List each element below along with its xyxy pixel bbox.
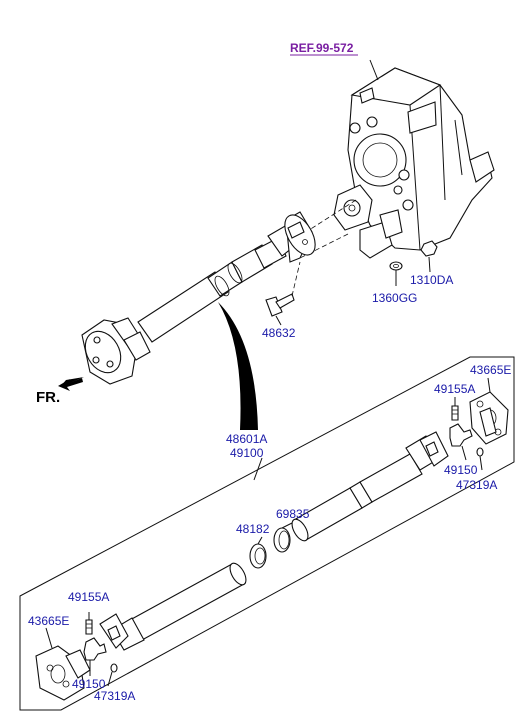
spider-49150-top <box>449 423 473 461</box>
dust-seal-69835 <box>273 522 293 553</box>
front-label: FR. <box>36 389 60 406</box>
front-direction-arrow <box>58 377 84 391</box>
label-49155a-top[interactable]: 49155A <box>434 382 475 396</box>
label-47319a-top[interactable]: 47319A <box>456 478 497 492</box>
label-43665e-bottom[interactable]: 43665E <box>28 614 69 628</box>
spider-49150-bottom <box>83 637 107 676</box>
snap-ring-47319a-top <box>476 447 484 471</box>
label-49150-top[interactable]: 49150 <box>444 463 478 477</box>
label-48182[interactable]: 48182 <box>236 522 270 536</box>
flange-43665e-bottom <box>35 627 91 701</box>
snap-ring-47319a-bottom <box>107 663 118 687</box>
label-1360gg[interactable]: 1360GG <box>372 291 417 305</box>
label-69835[interactable]: 69835 <box>276 507 310 521</box>
callout-arrow <box>218 302 258 430</box>
label-47319a-bottom[interactable]: 47319A <box>94 689 135 703</box>
grease-nipple-49155a-top <box>451 397 459 421</box>
label-48601a[interactable]: 48601A <box>226 432 267 446</box>
grease-nipple-49155a-bottom <box>85 612 93 635</box>
label-49155a-bottom[interactable]: 49155A <box>68 590 109 604</box>
rear-shaft-section <box>291 431 449 542</box>
label-49100[interactable]: 49100 <box>230 446 264 460</box>
ring-48182 <box>249 536 267 569</box>
label-1310da[interactable]: 1310DA <box>410 273 453 287</box>
front-shaft-section <box>99 562 247 651</box>
ref-label[interactable]: REF.99-572 <box>290 41 354 55</box>
label-48632[interactable]: 48632 <box>262 326 296 340</box>
bolt-48632 <box>265 261 301 317</box>
label-49150-bottom[interactable]: 49150 <box>72 677 106 691</box>
exploded-view-frame <box>19 356 515 711</box>
transfer-case <box>333 67 495 271</box>
flange-43665e-top <box>469 377 509 445</box>
front-propeller-shaft <box>81 211 316 385</box>
label-43665e-top[interactable]: 43665E <box>470 363 511 377</box>
